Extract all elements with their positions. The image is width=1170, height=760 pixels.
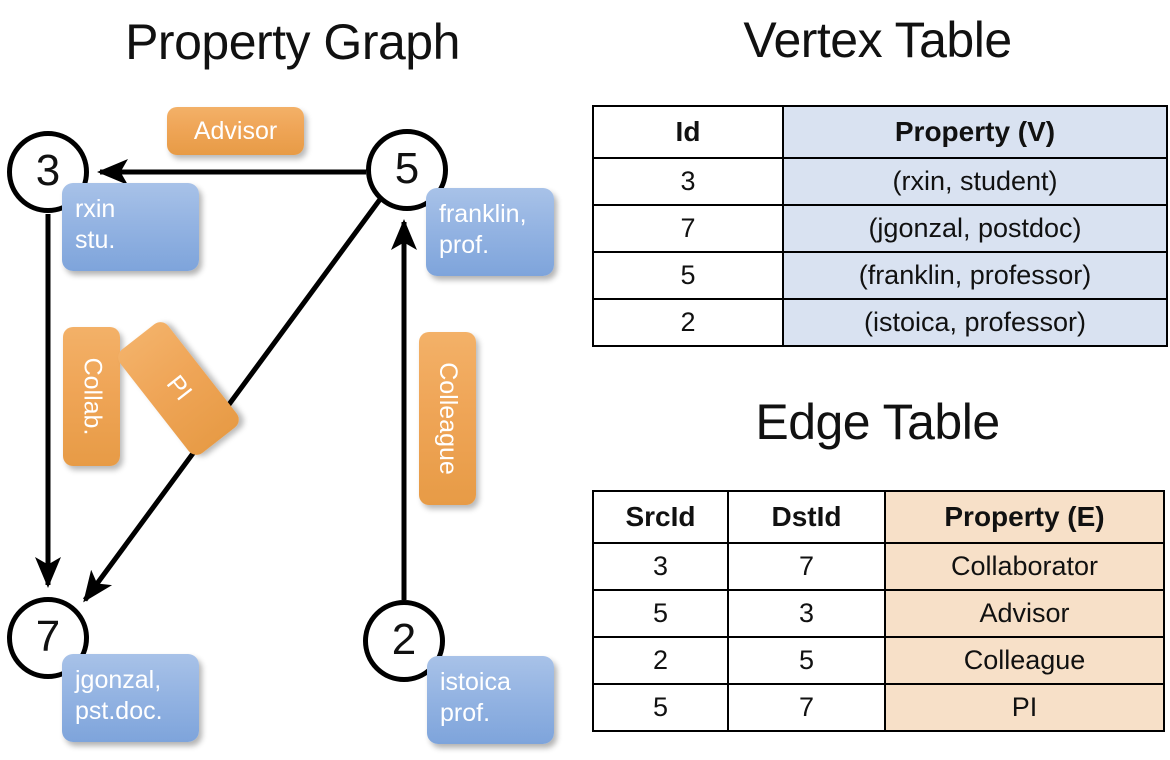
edge-row-1-property: Advisor	[884, 589, 1165, 638]
vertex-property-box-jgonzal: jgonzal, pst.doc.	[62, 654, 199, 742]
edge-label-box-colleague: Colleague	[419, 332, 476, 505]
edge-table-header-dstid: DstId	[727, 490, 886, 544]
vertex-row-0-id: 3	[592, 157, 784, 206]
edge-table-header-srcid: SrcId	[592, 490, 729, 544]
vertex-node-5[interactable]: 5	[366, 129, 448, 211]
table-row[interactable]: 3 7 Collaborator	[592, 542, 1165, 591]
edge-row-0-property: Collaborator	[884, 542, 1165, 591]
edge-label-box-advisor: Advisor	[167, 107, 304, 155]
edge-row-2-dst: 5	[727, 636, 886, 685]
vertex-table: Id Property (V) 3 (rxin, student) 7 (jgo…	[592, 105, 1168, 347]
edge-table-header-row: SrcId DstId Property (E)	[592, 490, 1165, 544]
edge-row-1-dst: 3	[727, 589, 886, 638]
vertex-row-1-id: 7	[592, 204, 784, 253]
vertex-node-2-label: 2	[391, 615, 417, 664]
vertex-property-box-franklin: franklin, prof.	[426, 188, 554, 276]
vertex-table-title: Vertex Table	[743, 12, 1012, 68]
edge-5-to-7-pi	[82, 196, 384, 603]
edge-label-pi-text: PI	[160, 370, 198, 407]
vertex-node-2[interactable]: 2	[363, 600, 445, 682]
edge-row-3-src: 5	[592, 683, 729, 732]
vertex-row-0-property: (rxin, student)	[782, 157, 1168, 206]
table-row[interactable]: 5 3 Advisor	[592, 589, 1165, 638]
vertex-row-2-property: (franklin, professor)	[782, 251, 1168, 300]
property-graph-title: Property Graph	[125, 14, 460, 70]
vertex-table-header-id: Id	[592, 105, 784, 159]
table-row[interactable]: 5 7 PI	[592, 683, 1165, 732]
edge-row-0-dst: 7	[727, 542, 886, 591]
edge-row-1-src: 5	[592, 589, 729, 638]
edge-row-2-property: Colleague	[884, 636, 1165, 685]
vertex-row-3-property: (istoica, professor)	[782, 298, 1168, 347]
edge-label-advisor-text: Advisor	[193, 116, 278, 145]
vertex-row-2-id: 5	[592, 251, 784, 300]
edge-label-collab-text: Collab.	[78, 357, 107, 436]
table-row[interactable]: 2 (istoica, professor)	[592, 298, 1168, 347]
edge-table-title: Edge Table	[755, 394, 1000, 450]
edge-row-2-src: 2	[592, 636, 729, 685]
vertex-node-3-label: 3	[35, 146, 61, 195]
vertex-property-box-istoica: istoica prof.	[427, 656, 554, 744]
vertex-table-header-row: Id Property (V)	[592, 105, 1168, 159]
edge-row-3-property: PI	[884, 683, 1165, 732]
edge-table: SrcId DstId Property (E) 3 7 Collaborato…	[592, 490, 1165, 732]
edge-row-3-dst: 7	[727, 683, 886, 732]
vertex-row-3-id: 2	[592, 298, 784, 347]
vertex-node-5-label: 5	[394, 144, 420, 193]
vertex-node-7-label: 7	[35, 612, 61, 661]
edge-label-colleague-text: Colleague	[434, 362, 462, 475]
table-row[interactable]: 3 (rxin, student)	[592, 157, 1168, 206]
edge-label-box-collab: Collab.	[63, 327, 120, 466]
vertex-row-1-property: (jgonzal, postdoc)	[782, 204, 1168, 253]
edge-table-header-property: Property (E)	[884, 490, 1165, 544]
vertex-property-box-rxin: rxin stu.	[62, 183, 199, 271]
table-row[interactable]: 5 (franklin, professor)	[592, 251, 1168, 300]
graph-edges-layer	[34, 158, 418, 603]
table-row[interactable]: 2 5 Colleague	[592, 636, 1165, 685]
vertex-table-header-property: Property (V)	[782, 105, 1168, 159]
edge-row-0-src: 3	[592, 542, 729, 591]
table-row[interactable]: 7 (jgonzal, postdoc)	[592, 204, 1168, 253]
